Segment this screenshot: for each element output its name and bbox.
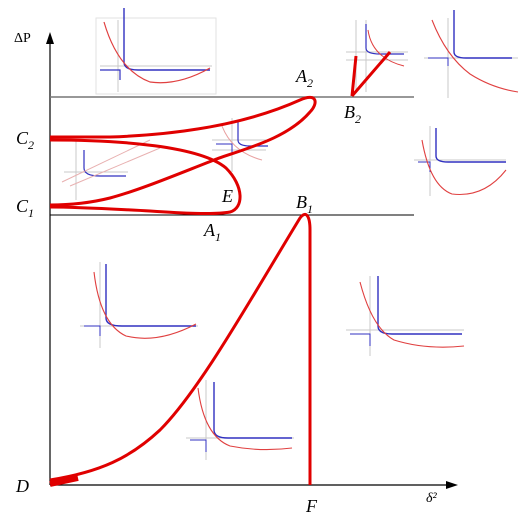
y-axis-arrow bbox=[46, 32, 54, 44]
point-label-a1: A1 bbox=[203, 220, 221, 244]
curve-upper-loop bbox=[49, 95, 317, 207]
inset-plot-lower-right bbox=[346, 276, 465, 356]
curve-d-b1-f bbox=[49, 213, 312, 485]
point-label-b2: B2 bbox=[344, 102, 361, 126]
point-label-e: E bbox=[221, 186, 233, 206]
point-label-b1: B1 bbox=[296, 192, 313, 216]
point-label-c1: C1 bbox=[16, 196, 34, 220]
inset-plot-bottom-center bbox=[186, 380, 294, 460]
point-label-f: F bbox=[305, 496, 318, 516]
point-label-d: D bbox=[15, 476, 29, 496]
y-axis-label: ΔP bbox=[14, 31, 31, 46]
point-label-a2: A2 bbox=[295, 66, 313, 90]
point-label-c2: C2 bbox=[16, 128, 34, 152]
x-axis-label: δ² bbox=[426, 491, 438, 506]
inset-plot-left-middle bbox=[61, 139, 161, 200]
inset-plot-top-right bbox=[424, 10, 519, 98]
inset-plot-top-center bbox=[95, 8, 217, 95]
x-axis-arrow bbox=[446, 481, 458, 489]
curve-b2-segment bbox=[350, 51, 392, 97]
curve-lower-loop bbox=[49, 138, 242, 216]
inset-plot-lower-left bbox=[80, 262, 198, 348]
inset-plot-right-middle bbox=[414, 126, 507, 196]
curve-d-thick-start bbox=[49, 475, 79, 487]
